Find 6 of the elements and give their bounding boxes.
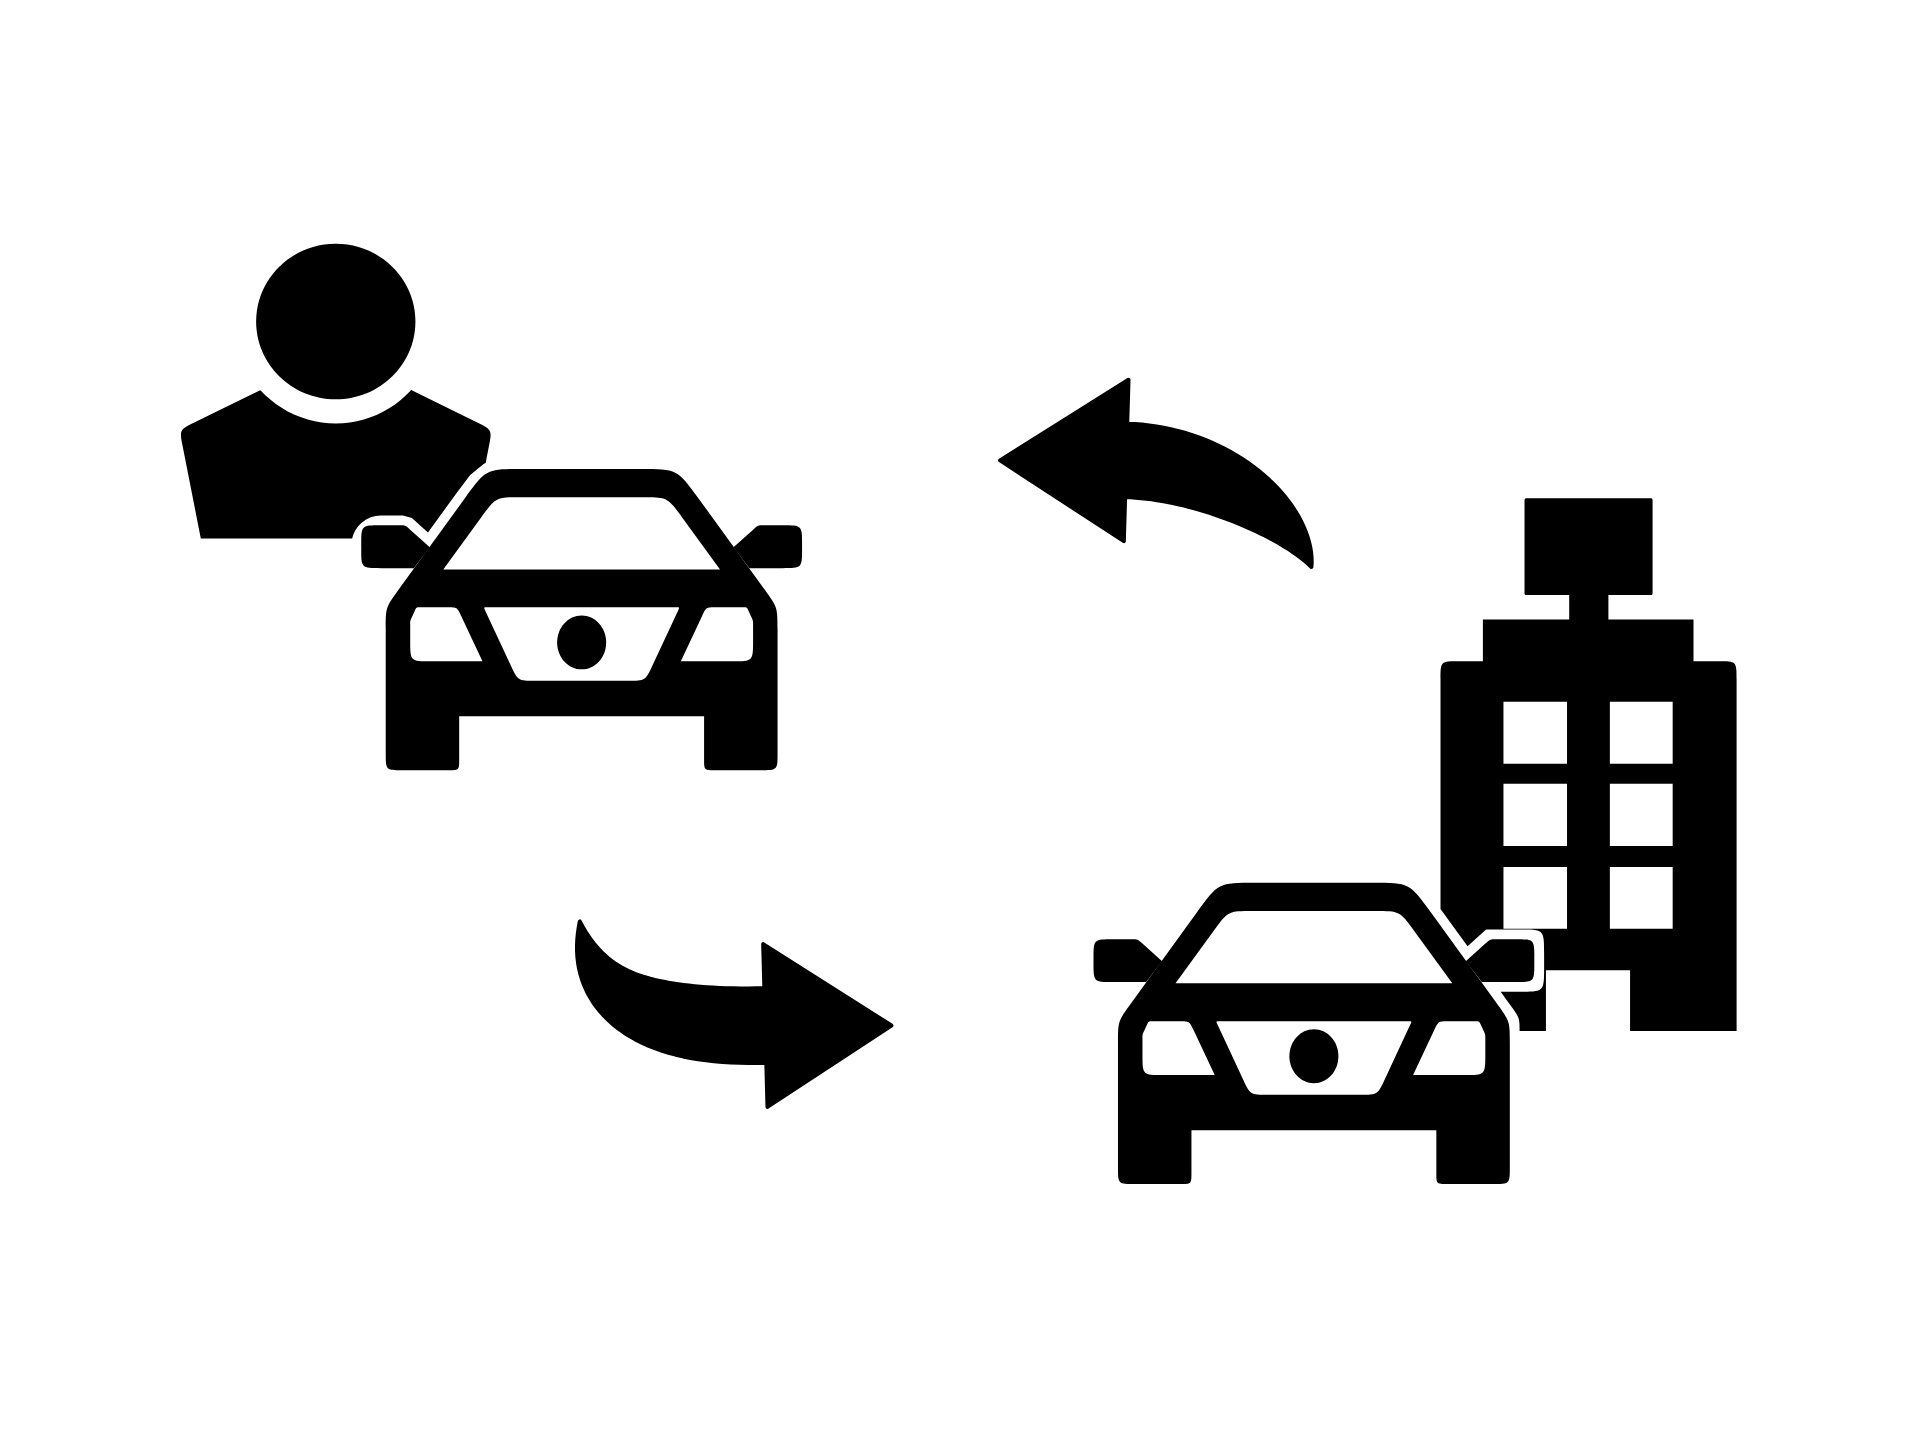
curved-arrow	[998, 377, 1314, 569]
car-icon	[1093, 882, 1535, 1185]
person-icon	[180, 243, 491, 539]
car-icon	[361, 469, 803, 771]
curved-arrow	[575, 919, 894, 1109]
building-icon	[1440, 498, 1737, 1033]
